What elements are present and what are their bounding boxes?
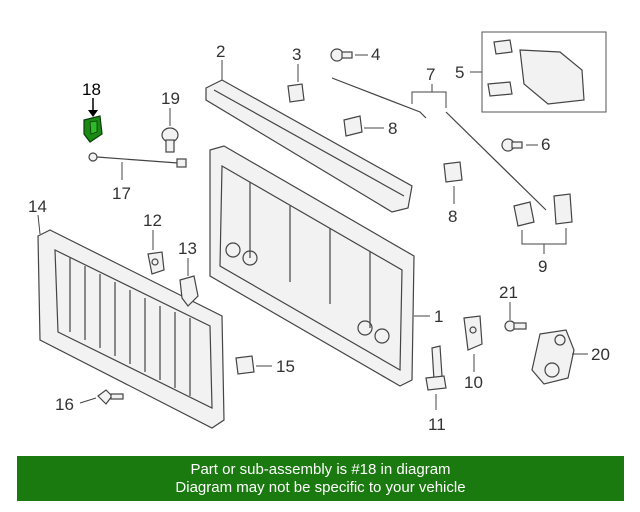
part-18-clip[interactable] — [83, 115, 103, 143]
parts-diagram: 18 19 17 14 12 13 15 16 — [28, 31, 610, 434]
callout-2: 2 — [216, 42, 225, 61]
part-1-tailgate-inner-frame[interactable] — [209, 145, 415, 387]
part-15-cap[interactable] — [235, 355, 255, 375]
callout-19: 19 — [161, 89, 180, 108]
callout-8b: 8 — [448, 207, 457, 226]
callout-20: 20 — [591, 345, 610, 364]
callout-11: 11 — [428, 415, 446, 434]
part-4-bolt[interactable] — [330, 48, 353, 62]
callout-13: 13 — [178, 239, 197, 258]
callout-21: 21 — [499, 283, 518, 302]
callout-5: 5 — [455, 63, 464, 82]
part-9-latches[interactable] — [513, 193, 573, 227]
callout-14: 14 — [28, 197, 47, 216]
part-16-bolt[interactable] — [97, 389, 124, 405]
callout-18: 18 — [82, 80, 101, 99]
part-21-bolt[interactable] — [504, 320, 527, 332]
part-19-bolt[interactable] — [161, 127, 179, 153]
callout-14-leader — [37, 214, 41, 235]
callout-4: 4 — [371, 45, 380, 64]
callout-3: 3 — [292, 45, 301, 64]
part-13-hinge[interactable] — [179, 275, 199, 307]
callout-17: 17 — [112, 184, 131, 203]
part-6-bolt[interactable] — [501, 138, 523, 152]
part-8-lower-stopper[interactable] — [443, 161, 463, 183]
callout-12: 12 — [143, 211, 162, 230]
part-8-upper-stopper[interactable] — [343, 115, 363, 137]
part-12-bracket[interactable] — [147, 251, 165, 275]
footer-line-2: Diagram may not be specific to your vehi… — [175, 479, 466, 496]
part-14-tailgate-outer-panel[interactable] — [37, 229, 225, 429]
callout-1: 1 — [434, 307, 443, 326]
footer-banner: Part or sub-assembly is #18 in diagram D… — [17, 456, 624, 501]
part-7-rods[interactable] — [331, 77, 547, 211]
part-10-hinge-plate[interactable] — [463, 315, 483, 351]
footer-line-1: Part or sub-assembly is #18 in diagram — [190, 461, 451, 478]
callout-9-leader — [521, 228, 567, 254]
part-5-latch-assembly[interactable] — [481, 31, 607, 113]
callout-15: 15 — [276, 357, 295, 376]
part-11-strap[interactable] — [425, 345, 447, 391]
part-17-cable[interactable] — [88, 152, 187, 168]
callout-6: 6 — [541, 135, 550, 154]
callout-7-leader — [411, 84, 447, 108]
callout-16: 16 — [55, 395, 74, 414]
callout-9: 9 — [538, 257, 547, 276]
callout-10: 10 — [464, 373, 483, 392]
callout-18-arrowhead — [88, 110, 98, 117]
callout-16-leader — [79, 397, 97, 404]
part-3-bumper[interactable] — [287, 83, 305, 103]
part-20-bracket[interactable] — [531, 329, 575, 385]
callout-7: 7 — [426, 65, 435, 84]
callout-8a: 8 — [388, 119, 397, 138]
